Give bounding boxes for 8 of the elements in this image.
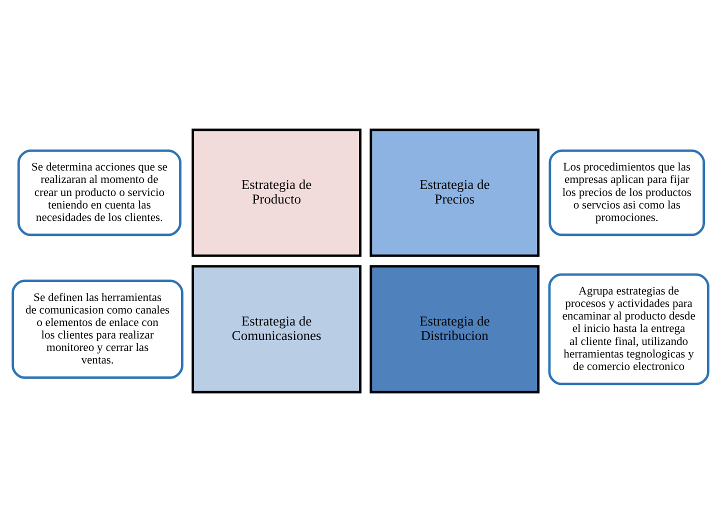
node-box: Se definen las herramientas de comunicasion como canales o elementos de enlace con los clientes para realizar monitoreo y cerrar las ventas.: [12, 279, 184, 378]
node-box: Agrupa estrategias de procesos y actividades para encaminar al producto desde el inicio hasta la entrega al cliente final, utilizando herramientas tegnologicas y de comercio electronico: [548, 272, 710, 385]
node-box: Estrategia de Comunicasiones: [192, 264, 362, 393]
node-box: Estrategia de Producto: [192, 128, 362, 256]
node-box: Estrategia de Distribucion: [370, 264, 540, 393]
node-box: Se determina acciones que se realizaran al momento de crear un producto o servicio teniendo en cuenta las necesidades de los clientes.: [17, 148, 182, 236]
node-box: Los procedimientos que las empresas aplican para fijar los precios de los productos o servcios asi como las promociones.: [548, 148, 706, 236]
node-box: Estrategia de Precios: [370, 128, 540, 256]
